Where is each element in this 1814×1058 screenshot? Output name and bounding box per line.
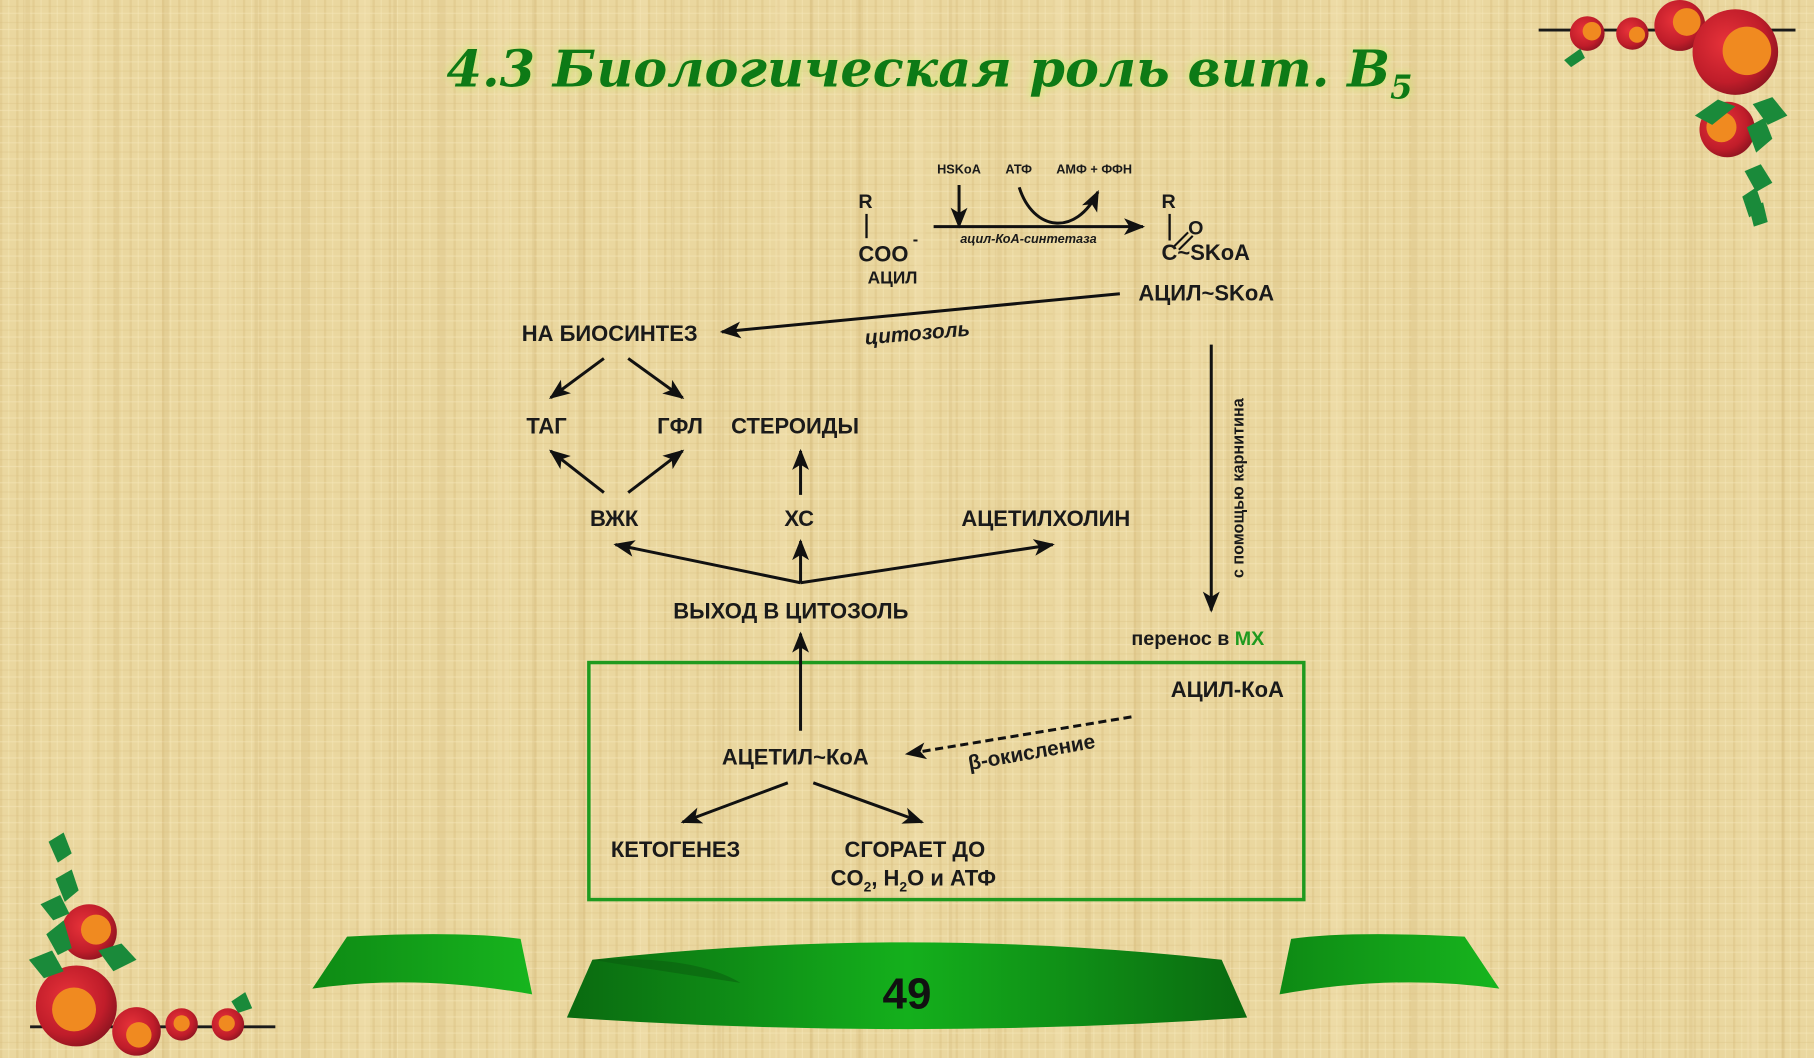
- node-acetylcholine: АЦЕТИЛХОЛИН: [961, 506, 1130, 531]
- apple-icon: [1654, 0, 1706, 51]
- title-subscript: 5: [1390, 68, 1413, 106]
- ribbon-band: [566, 942, 1248, 1030]
- apple-icon: [35, 965, 117, 1047]
- acyl-activation-reaction: R COO - АЦИЛ HSKoA АТФ АМФ + ФФН ацил-Ко…: [858, 161, 1274, 305]
- arrow-vzhk-to-gfl: [627, 449, 685, 494]
- substrate-group: COO: [858, 241, 908, 266]
- title-text: 4.3 Биологическая роль вит. B: [447, 39, 1391, 99]
- beta-oxidation-label: β-окисление: [966, 730, 1097, 775]
- apple-icon: [112, 1007, 161, 1056]
- cytosol-label: цитозоль: [864, 317, 971, 349]
- node-biosynthesis: НА БИОСИНТЕЗ: [522, 321, 698, 346]
- node-vzhk: ВЖК: [590, 506, 639, 531]
- arrow-to-tag: [548, 357, 605, 400]
- substrate-r: R: [858, 191, 872, 213]
- transfer-prefix: перенос в: [1131, 628, 1229, 650]
- apple-icon: [61, 904, 117, 960]
- node-acyl-coa: АЦИЛ-КоА: [1171, 677, 1284, 702]
- substrate-charge: -: [913, 231, 918, 249]
- atp-label: АТФ: [1005, 161, 1032, 176]
- arrow-to-gfl: [627, 357, 685, 399]
- apple-icon: [165, 1008, 198, 1041]
- apple-decoration-bottom-left: [28, 832, 276, 1056]
- cofactor-in: HSKoA: [937, 161, 981, 176]
- node-acetyl-coa: АЦЕТИЛ~КоА: [722, 744, 869, 769]
- mitochondria-box: АЦИЛ-КоА β-окисление АЦЕТИЛ~КоА КЕТОГЕНЕ…: [587, 631, 1306, 902]
- atp-curve-arrow: [1017, 186, 1100, 225]
- product-oxygen: O: [1188, 218, 1203, 240]
- leaf-icon: [1564, 48, 1788, 227]
- arrow-vzhk-to-tag: [549, 449, 605, 494]
- cytosol-pathway: цитозоль НА БИОСИНТЕЗ ТАГ ГФЛ СТЕРОИДЫ В…: [522, 292, 1264, 650]
- node-gfl: ГФЛ: [657, 414, 703, 439]
- svg-text:4.3 Биологическая роль вит. B5: 4.3 Биологическая роль вит. B5: [447, 39, 1413, 107]
- transfer-target: МХ: [1235, 628, 1264, 650]
- apple-decoration-top-right: [1538, 0, 1796, 227]
- page-ribbon: 49: [312, 934, 1500, 1030]
- node-burn-line1: СГОРАЕТ ДО: [845, 837, 986, 862]
- product-group: C~SKoA: [1162, 240, 1251, 265]
- arrow-to-vzhk: [613, 540, 801, 585]
- carnitine-label: с помощью карнитина: [1230, 397, 1248, 578]
- apple-icon: [211, 1008, 245, 1041]
- product-r: R: [1162, 191, 1176, 213]
- apple-icon: [1569, 16, 1605, 51]
- node-ketogenesis: КЕТОГЕНЕЗ: [611, 837, 740, 862]
- arrow-to-oxidation: [812, 781, 925, 824]
- arrow-to-ketogenesis: [680, 781, 789, 824]
- node-steroids: СТЕРОИДЫ: [731, 414, 859, 439]
- arrow-to-acetylcholine: [800, 539, 1055, 585]
- slide-title: 4.3 Биологическая роль вит. B5: [447, 39, 1413, 107]
- arrow-to-biosynthesis: [719, 292, 1121, 339]
- substrate-name: АЦИЛ: [868, 267, 918, 287]
- transfer-label: перенос в МХ: [1131, 628, 1264, 650]
- leaf-icon: [28, 832, 253, 1013]
- page-number: 49: [883, 969, 932, 1018]
- product-name: АЦИЛ~SKoA: [1138, 281, 1274, 306]
- node-burn-line2: CO2, H2O и АТФ: [831, 866, 996, 895]
- enzyme-label: ацил-КоА-синтетаза: [960, 231, 1096, 246]
- mitochondria-border: [587, 660, 1306, 902]
- node-tag: ТАГ: [526, 414, 567, 439]
- apple-icon: [1616, 17, 1649, 50]
- ribbon-left-tail: [312, 934, 533, 995]
- products-out: АМФ + ФФН: [1056, 161, 1132, 176]
- apple-icon: [1692, 9, 1779, 95]
- node-xc: ХС: [784, 506, 814, 531]
- ribbon-right-tail: [1279, 934, 1500, 995]
- node-exit-cytosol: ВЫХОД В ЦИТОЗОЛЬ: [673, 599, 908, 624]
